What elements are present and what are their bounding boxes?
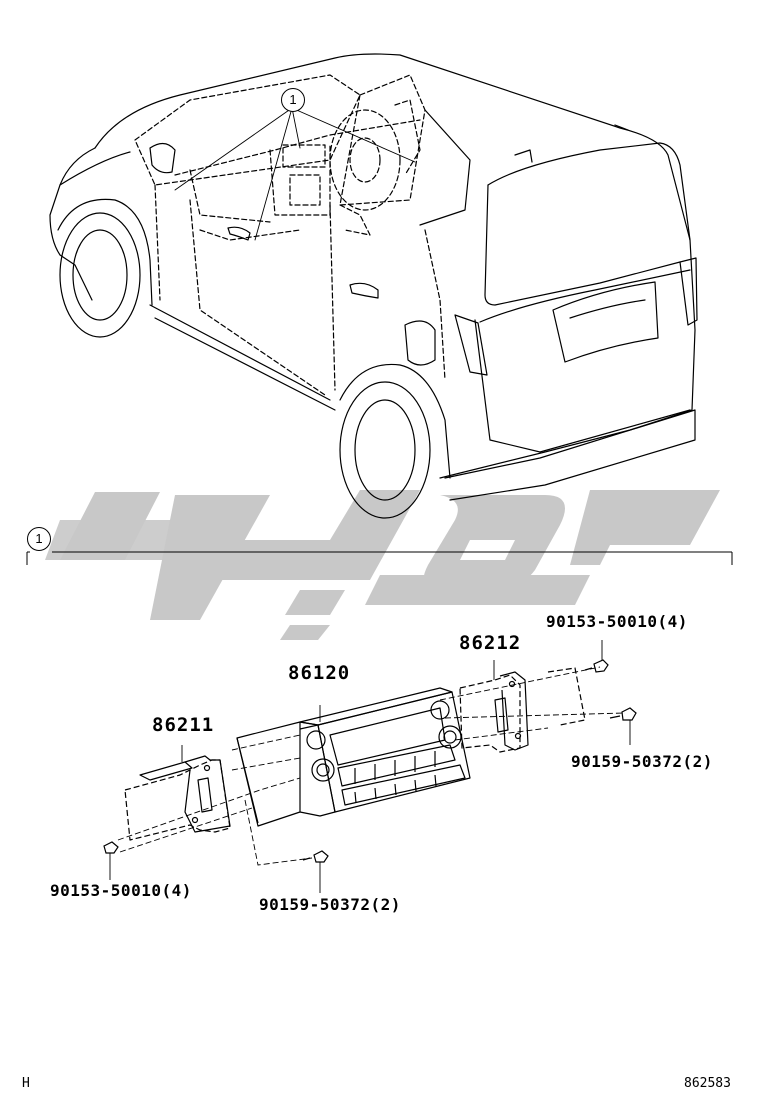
label-screw-bottom-center: 90159-50372(2) xyxy=(259,895,401,914)
label-radio-unit: 86120 xyxy=(288,662,351,684)
screw-right xyxy=(609,707,637,745)
label-bracket-left: 86211 xyxy=(152,714,215,736)
callout-section: 1 xyxy=(27,527,51,551)
vehicle-illustration xyxy=(49,53,698,519)
assembly-lines xyxy=(117,666,626,866)
watermark-logo xyxy=(45,490,720,640)
bracket-86211 xyxy=(124,745,231,841)
screw-top-right xyxy=(584,640,609,673)
screws xyxy=(103,640,637,893)
screw-bottom-center xyxy=(302,850,329,893)
audio-unit-86120 xyxy=(236,687,471,827)
label-screw-bottom-left: 90153-50010(4) xyxy=(50,881,192,900)
screw-bottom-left xyxy=(103,841,119,880)
label-bracket-right: 86212 xyxy=(459,632,522,654)
callout-car: 1 xyxy=(281,88,305,112)
footer-left-code: H xyxy=(22,1076,30,1091)
label-screw-top-right: 90153-50010(4) xyxy=(546,612,688,631)
bracket-86212 xyxy=(459,660,586,753)
label-screw-right: 90159-50372(2) xyxy=(571,752,713,771)
footer-right-code: 862583 xyxy=(684,1076,731,1091)
section-divider xyxy=(26,551,733,565)
